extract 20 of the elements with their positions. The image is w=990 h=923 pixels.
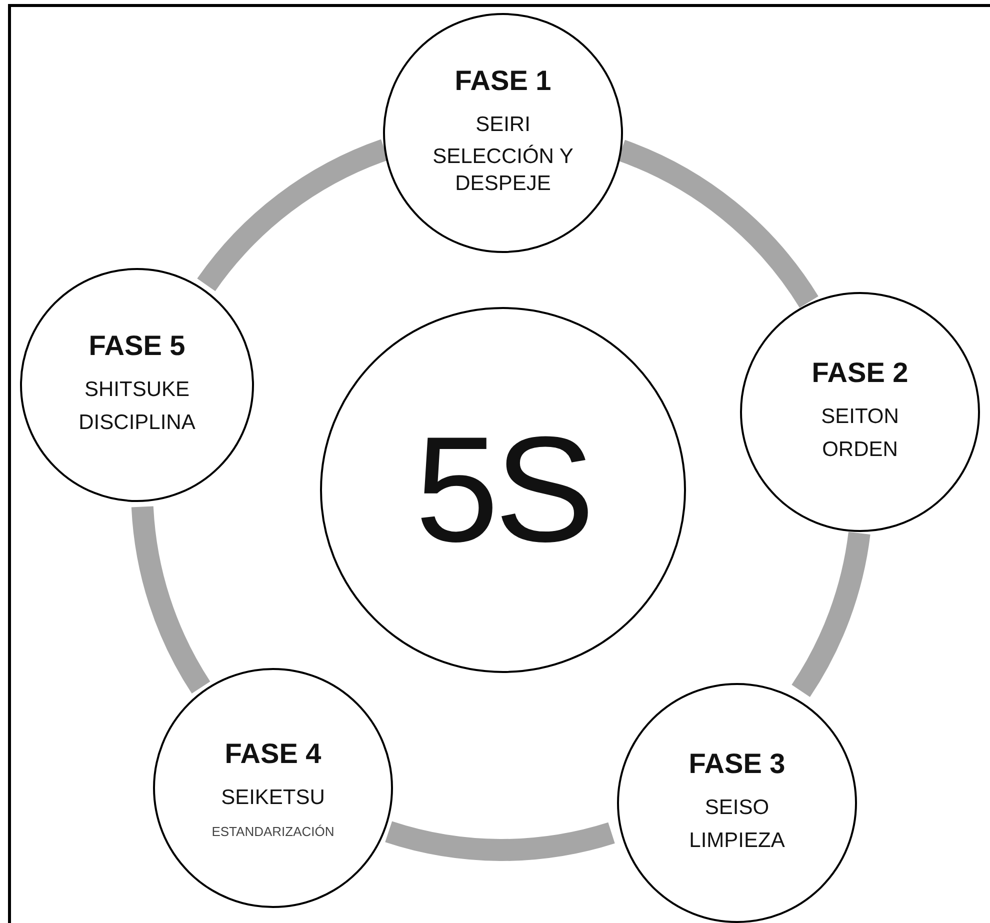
spanish-term: LIMPIEZA [689,828,785,854]
ring-segment [386,821,614,860]
ring-segment [791,531,870,696]
spanish-term: SELECCIÓN Y DESPEJE [432,144,574,197]
ring-segment [198,140,389,292]
japanese-term: SEIKETSU [221,785,325,812]
phase-heading: FASE 2 [812,356,908,390]
ring-segment [617,140,818,308]
japanese-term: SEISO [704,795,770,822]
spanish-term: DISCIPLINA [78,410,196,436]
spanish-term: ORDEN [822,436,898,462]
japanese-term: SHITSUKE [84,377,190,404]
japanese-term: SEITON [821,404,899,430]
phase-heading: FASE 4 [224,737,322,772]
phase-heading: FASE 1 [454,64,552,98]
spanish-term: ESTANDARIZACIÓN [212,824,334,840]
center-title: 5S [415,404,591,576]
phase-heading: FASE 5 [88,329,186,364]
phase-heading: FASE 3 [688,747,786,782]
japanese-term: SEIRI [476,112,530,138]
